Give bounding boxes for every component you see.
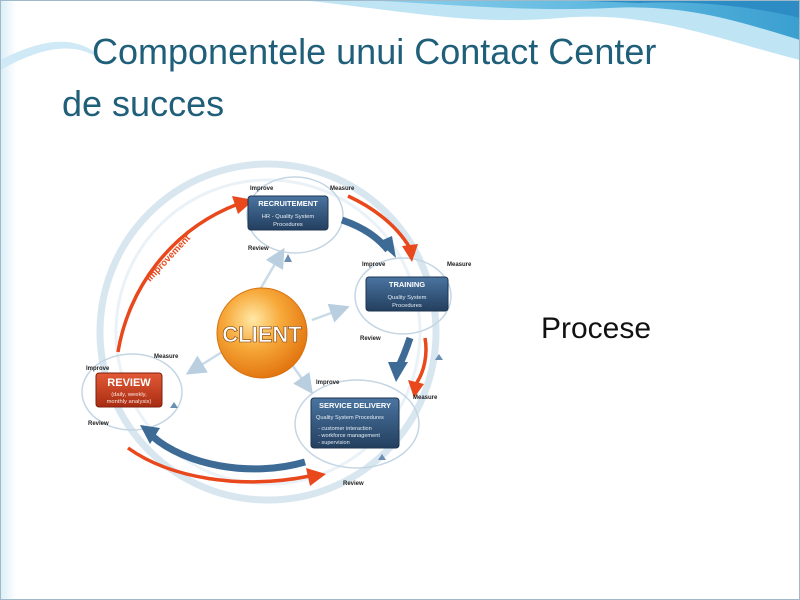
review-line-1: (daily, weekly, [111,392,147,398]
outer-cycle-ring [96,160,440,504]
improvement-arrow-right [414,337,428,385]
recruitement-title: RECRUITEMENT [258,199,318,208]
recruitement-line-1: HR - Quality System [262,214,315,220]
review-line-2: monthly analysis) [107,399,152,405]
flow-arrowhead-service-review [140,425,160,444]
measure-tick-icon [284,254,292,262]
client-label: CLIENT [222,322,302,347]
service-delivery-title: SERVICE DELIVERY [319,401,391,410]
client-circle [216,287,308,379]
spoke-to-review [185,350,223,375]
review-review: Review [88,421,109,427]
service-delivery-mini-cycle [294,379,420,469]
service-delivery-improve: Improve [316,380,340,386]
improvement-arrowhead-bottom [306,468,326,486]
recruitement-improve: Improve [250,186,274,192]
procese-label: Procese [541,312,652,345]
recruitement-measure: Measure [330,186,355,192]
measure-tick-icon [170,402,178,408]
training-review: Review [360,336,381,342]
improvement-arrowhead-top-right [402,244,418,262]
review-measure: Measure [154,354,179,360]
recruitement-mini-cycle [246,176,344,254]
service-delivery-node: SERVICE DELIVERY Quality System Procedur… [310,380,438,487]
measure-tick-icon [378,454,386,460]
training-title: TRAINING [389,280,425,289]
training-mini-cycle [354,257,452,335]
training-line-2: Procedures [392,303,422,309]
improvement-arrow-top-right [347,194,412,249]
service-delivery-line-3: - workforce management [318,433,380,439]
improvement-arrow-left [116,202,239,353]
recruitement-review: Review [248,246,269,252]
recruitement-line-2: Procedures [273,222,303,228]
service-delivery-line-2: - customer interaction [318,426,372,432]
training-line-1: Quality System [388,295,427,301]
slide-title-line-1: Componentele unui Contact Center [92,31,657,72]
improvement-label: Improvement [144,232,193,284]
improvement-arrowhead-right [408,380,424,398]
review-improve: Improve [86,366,110,372]
service-delivery-measure: Measure [413,395,438,401]
service-delivery-review: Review [343,481,364,487]
review-mini-cycle [81,353,183,431]
improvement-arrow-bottom [126,446,311,484]
training-measure: Measure [447,262,472,268]
review-node: REVIEW (daily, weekly, monthly analysis)… [86,354,179,427]
review-title: REVIEW [107,377,151,389]
spoke-to-training [311,303,350,323]
flow-arrow-recruitement-training [340,216,391,253]
recruitement-node: RECRUITEMENT HR - Quality System Procedu… [247,186,355,252]
training-node: TRAINING Quality System Procedures Impro… [360,262,472,342]
flow-arrowhead-recruitement-training [378,236,396,258]
service-delivery-line-4: - supervision [318,440,350,446]
flow-arrow-service-review [149,433,306,473]
slide-title-line-2: de succes [62,83,225,124]
flow-arrowhead-training-service [388,362,408,382]
training-improve: Improve [362,262,386,268]
spoke-to-service-delivery [288,361,313,395]
service-delivery-line-1: Quality System Procedures [316,415,384,421]
measure-tick-icon [435,354,443,360]
